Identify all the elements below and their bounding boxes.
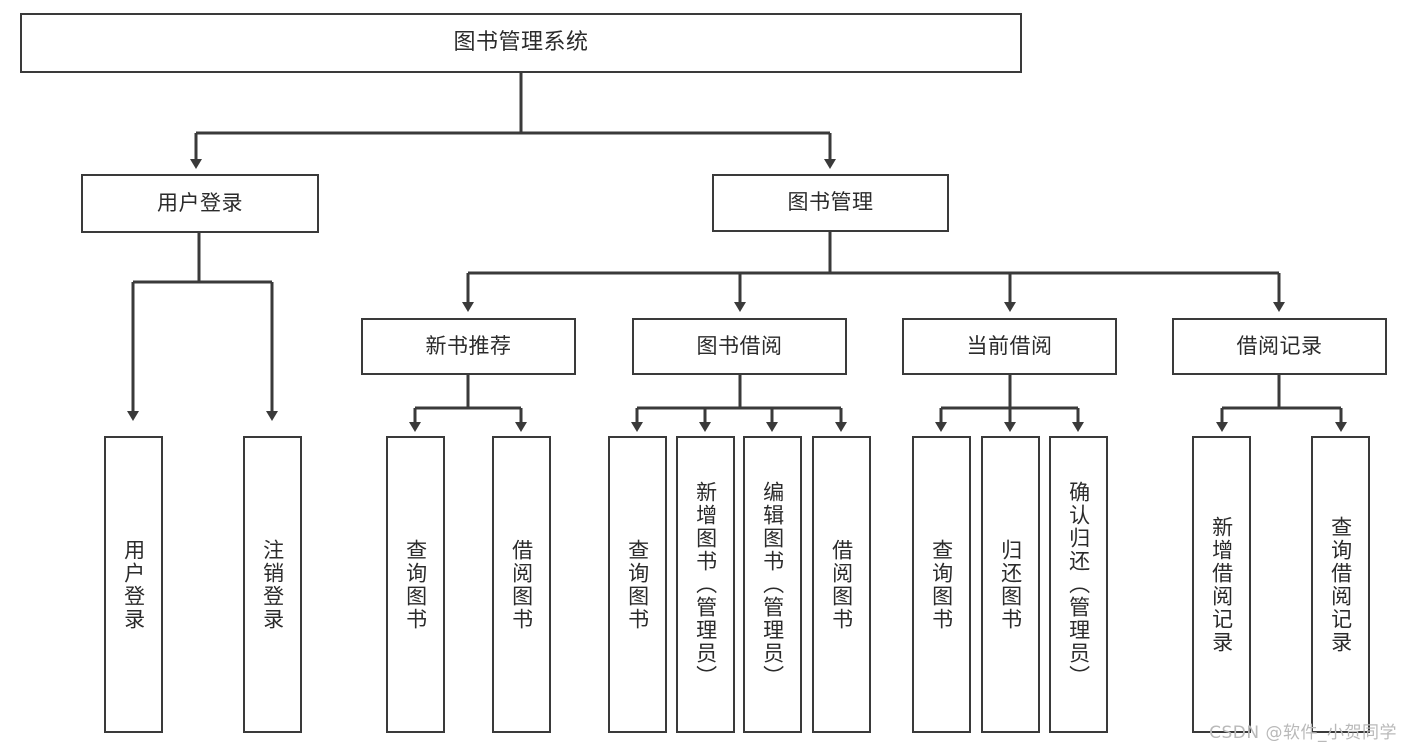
leaf-borrow-book-label: 借阅图书 (829, 538, 854, 631)
leaf-user-login[interactable]: 用户登录 (104, 436, 163, 733)
node-book-borrow-label: 图书借阅 (696, 333, 783, 358)
node-borrow-record-label: 借阅记录 (1236, 333, 1323, 358)
leaf-edit-book-admin[interactable]: 编辑图书（管理员） (743, 436, 802, 733)
node-root[interactable]: 图书管理系统 (20, 13, 1022, 73)
leaf-query-book-borrow-label: 查询图书 (625, 538, 650, 631)
leaf-query-borrow-record[interactable]: 查询借阅记录 (1311, 436, 1370, 733)
node-new-book-recommend[interactable]: 新书推荐 (361, 318, 576, 375)
leaf-query-book-recommend[interactable]: 查询图书 (386, 436, 445, 733)
node-new-book-recommend-label: 新书推荐 (425, 333, 512, 358)
leaf-return-book-label: 归还图书 (998, 538, 1023, 631)
leaf-query-book-recommend-label: 查询图书 (403, 538, 428, 631)
leaf-add-borrow-record-label: 新增借阅记录 (1209, 515, 1234, 654)
node-book-borrow[interactable]: 图书借阅 (632, 318, 847, 375)
leaf-query-borrow-record-label: 查询借阅记录 (1328, 515, 1353, 654)
node-user-login-label: 用户登录 (157, 190, 243, 215)
leaf-borrow-book[interactable]: 借阅图书 (812, 436, 871, 733)
leaf-logout[interactable]: 注销登录 (243, 436, 302, 733)
node-book-management[interactable]: 图书管理 (712, 174, 949, 232)
node-book-management-label: 图书管理 (787, 190, 874, 215)
node-current-borrow[interactable]: 当前借阅 (902, 318, 1117, 375)
leaf-add-book-admin[interactable]: 新增图书（管理员） (676, 436, 735, 733)
leaf-edit-book-admin-label: 编辑图书（管理员） (760, 481, 785, 688)
leaf-confirm-return-admin[interactable]: 确认归还（管理员） (1049, 436, 1108, 733)
leaf-borrow-book-recommend-label: 借阅图书 (509, 538, 534, 631)
leaf-query-book-current-label: 查询图书 (929, 538, 954, 631)
node-borrow-record[interactable]: 借阅记录 (1172, 318, 1387, 375)
node-current-borrow-label: 当前借阅 (966, 333, 1053, 358)
leaf-add-book-admin-label: 新增图书（管理员） (693, 481, 718, 688)
leaf-query-book-borrow[interactable]: 查询图书 (608, 436, 667, 733)
leaf-return-book[interactable]: 归还图书 (981, 436, 1040, 733)
leaf-confirm-return-admin-label: 确认归还（管理员） (1066, 481, 1091, 688)
leaf-logout-label: 注销登录 (260, 538, 285, 631)
leaf-add-borrow-record[interactable]: 新增借阅记录 (1192, 436, 1251, 733)
node-user-login[interactable]: 用户登录 (81, 174, 319, 233)
leaf-query-book-current[interactable]: 查询图书 (912, 436, 971, 733)
leaf-borrow-book-recommend[interactable]: 借阅图书 (492, 436, 551, 733)
node-root-label: 图书管理系统 (453, 29, 589, 55)
leaf-user-login-label: 用户登录 (121, 538, 146, 631)
